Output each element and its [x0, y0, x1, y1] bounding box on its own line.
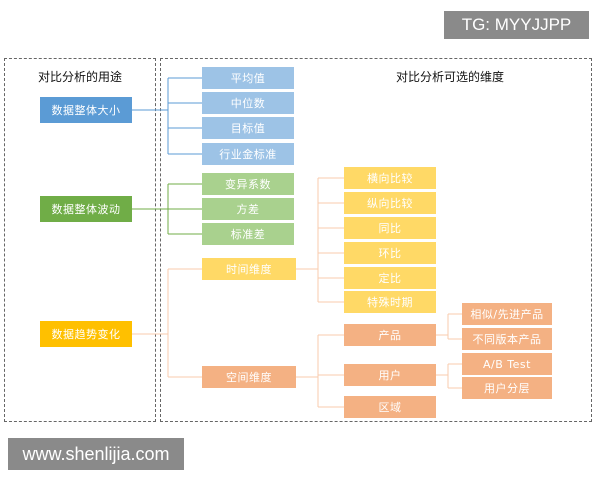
- trend-connectors: [132, 177, 462, 408]
- right-panel-title: 对比分析可选的维度: [395, 70, 504, 84]
- trend-space-box: 空间维度: [202, 366, 296, 388]
- product-versions: 不同版本产品: [462, 328, 552, 350]
- left-panel: [4, 58, 156, 422]
- fluct-connectors: [132, 183, 202, 235]
- purpose-fluct-box: 数据整体波动: [40, 196, 132, 222]
- fluct-stddev: 标准差: [202, 223, 294, 245]
- size-connectors: [132, 77, 202, 155]
- time-mom: 环比: [344, 242, 436, 264]
- user-ab-test: A/B Test: [462, 353, 552, 375]
- watermark-bottom: www.shenlijia.com: [8, 438, 184, 470]
- space-product: 产品: [344, 324, 436, 346]
- space-region: 区域: [344, 396, 436, 418]
- time-vertical: 纵向比较: [344, 192, 436, 214]
- time-fixed-base: 定比: [344, 267, 436, 289]
- fluct-variance: 方差: [202, 198, 294, 220]
- size-target: 目标值: [202, 117, 294, 139]
- size-median: 中位数: [202, 92, 294, 114]
- left-panel-title: 对比分析的用途: [37, 70, 122, 84]
- time-special-period: 特殊时期: [344, 291, 436, 313]
- product-similar: 相似/先进产品: [462, 303, 552, 325]
- purpose-size-box: 数据整体大小: [40, 97, 132, 123]
- right-panel: [160, 58, 592, 422]
- size-average: 平均值: [202, 67, 294, 89]
- watermark-top: TG: MYYJJPP: [444, 11, 589, 39]
- time-yoy: 同比: [344, 217, 436, 239]
- size-benchmark: 行业金标准: [202, 143, 294, 165]
- purpose-trend-box: 数据趋势变化: [40, 321, 132, 347]
- user-segmentation: 用户分层: [462, 377, 552, 399]
- fluct-cv: 变异系数: [202, 173, 294, 195]
- space-user: 用户: [344, 364, 436, 386]
- trend-time-box: 时间维度: [202, 258, 296, 280]
- time-horizontal: 横向比较: [344, 167, 436, 189]
